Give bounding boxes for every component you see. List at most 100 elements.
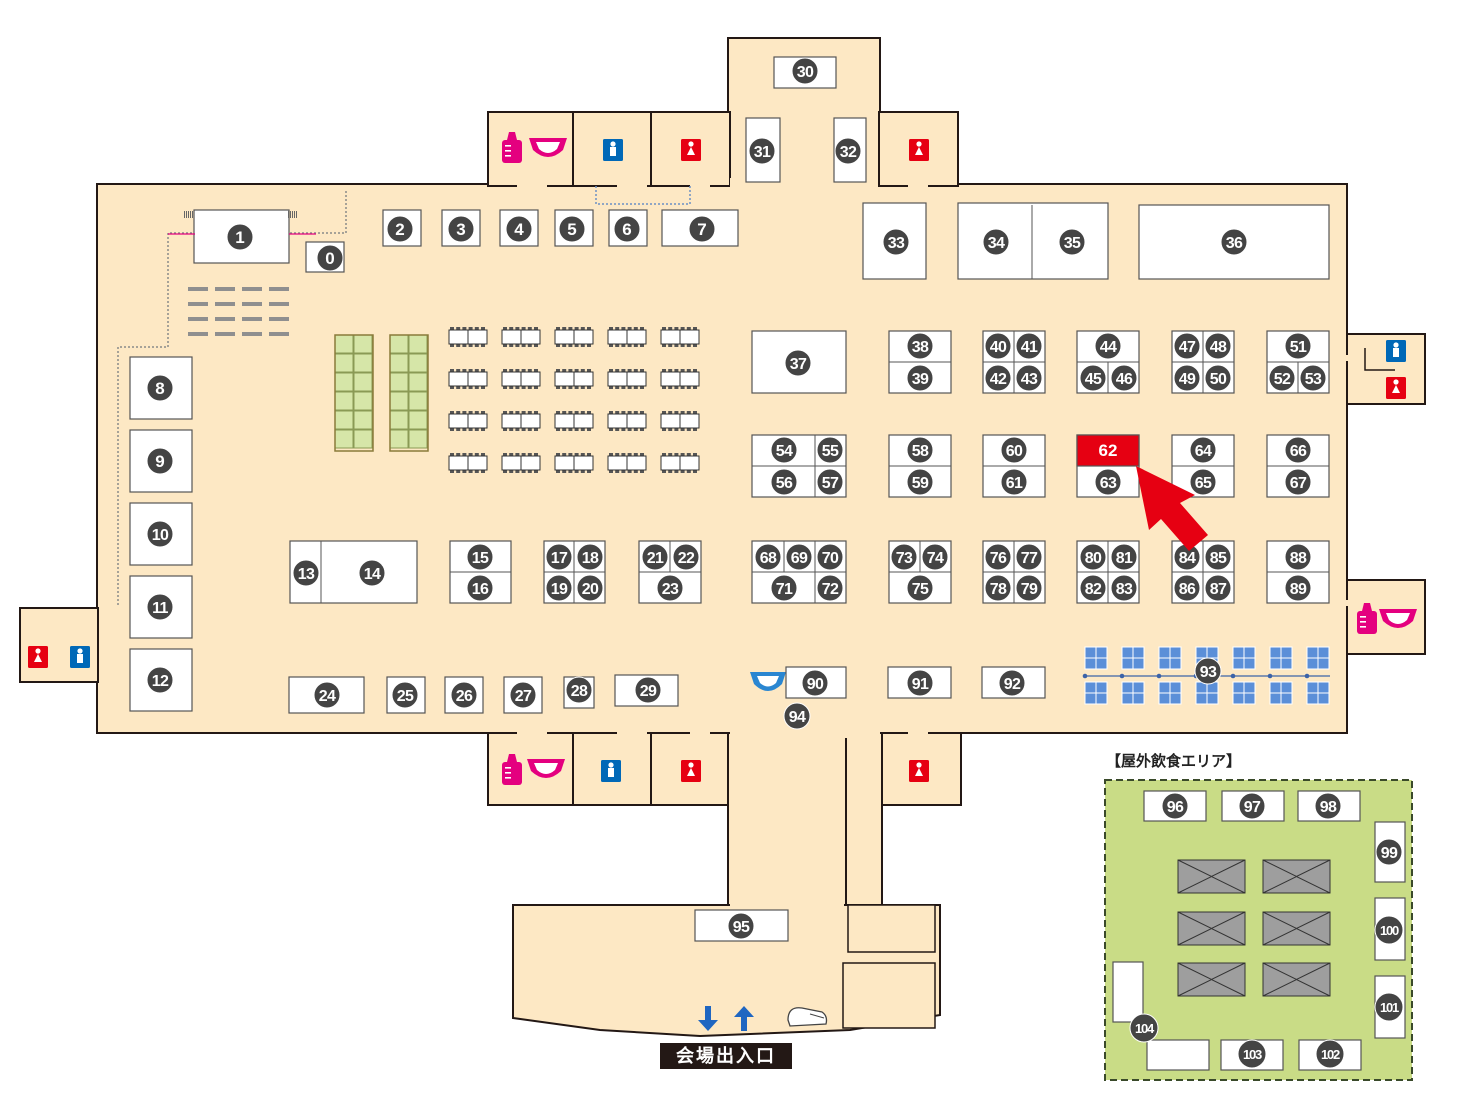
booth-86[interactable]: 86 xyxy=(1173,574,1201,602)
booth-91[interactable]: 91 xyxy=(906,669,934,697)
booth-81[interactable]: 81 xyxy=(1110,543,1138,571)
booth-35[interactable]: 35 xyxy=(1058,228,1086,256)
booth-62[interactable]: 62 xyxy=(1099,441,1118,460)
booth-4[interactable]: 4 xyxy=(505,215,533,243)
booth-45[interactable]: 45 xyxy=(1079,364,1107,392)
booth-70[interactable]: 70 xyxy=(816,543,844,571)
booth-79[interactable]: 79 xyxy=(1015,574,1043,602)
booth-21[interactable]: 21 xyxy=(641,543,669,571)
booth-43[interactable]: 43 xyxy=(1015,364,1043,392)
booth-30[interactable]: 30 xyxy=(791,57,819,85)
booth-87[interactable]: 87 xyxy=(1204,574,1232,602)
booth-58[interactable]: 58 xyxy=(906,436,934,464)
booth-20[interactable]: 20 xyxy=(576,574,604,602)
booth-8[interactable]: 8 xyxy=(146,374,174,402)
booth-13[interactable]: 13 xyxy=(292,559,320,587)
booth-14[interactable]: 14 xyxy=(358,559,386,587)
booth-97[interactable]: 97 xyxy=(1238,792,1266,820)
booth-103[interactable]: 103 xyxy=(1237,1039,1267,1069)
booth-67[interactable]: 67 xyxy=(1284,468,1312,496)
booth-76[interactable]: 76 xyxy=(984,543,1012,571)
booth-104[interactable]: 104 xyxy=(1129,1013,1159,1043)
booth-7[interactable]: 7 xyxy=(688,215,716,243)
booth-44[interactable]: 44 xyxy=(1094,332,1122,360)
booth-90[interactable]: 90 xyxy=(801,669,829,697)
booth-57[interactable]: 57 xyxy=(816,468,844,496)
booth-23[interactable]: 23 xyxy=(656,574,684,602)
booth-40[interactable]: 40 xyxy=(984,332,1012,360)
booth-3[interactable]: 3 xyxy=(447,215,475,243)
booth-55[interactable]: 55 xyxy=(816,436,844,464)
booth-77[interactable]: 77 xyxy=(1015,543,1043,571)
booth-31[interactable]: 31 xyxy=(748,137,776,165)
booth-24[interactable]: 24 xyxy=(313,681,341,709)
booth-61[interactable]: 61 xyxy=(1000,468,1028,496)
booth-25[interactable]: 25 xyxy=(391,681,419,709)
booth-22[interactable]: 22 xyxy=(672,543,700,571)
booth-93[interactable]: 93 xyxy=(1194,657,1222,685)
booth-71[interactable]: 71 xyxy=(770,574,798,602)
booth-33[interactable]: 33 xyxy=(882,228,910,256)
booth-38[interactable]: 38 xyxy=(906,332,934,360)
booth-36[interactable]: 36 xyxy=(1220,228,1248,256)
booth-1[interactable]: 1 xyxy=(226,223,254,251)
booth-85[interactable]: 85 xyxy=(1204,543,1232,571)
booth-72[interactable]: 72 xyxy=(816,574,844,602)
booth-52[interactable]: 52 xyxy=(1268,364,1296,392)
booth-17[interactable]: 17 xyxy=(545,543,573,571)
booth-32[interactable]: 32 xyxy=(834,137,862,165)
booth-28[interactable]: 28 xyxy=(565,676,593,704)
booth-27[interactable]: 27 xyxy=(509,681,537,709)
booth-11[interactable]: 11 xyxy=(146,593,174,621)
booth-83[interactable]: 83 xyxy=(1110,574,1138,602)
booth-54[interactable]: 54 xyxy=(770,436,798,464)
booth-64[interactable]: 64 xyxy=(1189,436,1217,464)
booth-10[interactable]: 10 xyxy=(146,520,174,548)
booth-59[interactable]: 59 xyxy=(906,468,934,496)
booth-100[interactable]: 100 xyxy=(1374,915,1404,945)
booth-102[interactable]: 102 xyxy=(1315,1039,1345,1069)
booth-68[interactable]: 68 xyxy=(754,543,782,571)
booth-50[interactable]: 50 xyxy=(1204,364,1232,392)
booth-16[interactable]: 16 xyxy=(466,574,494,602)
booth-47[interactable]: 47 xyxy=(1173,332,1201,360)
booth-98[interactable]: 98 xyxy=(1314,792,1342,820)
booth-12[interactable]: 12 xyxy=(146,666,174,694)
booth-37[interactable]: 37 xyxy=(784,349,812,377)
booth-65[interactable]: 65 xyxy=(1189,468,1217,496)
booth-56[interactable]: 56 xyxy=(770,468,798,496)
booth-48[interactable]: 48 xyxy=(1204,332,1232,360)
booth-6[interactable]: 6 xyxy=(613,215,641,243)
booth-89[interactable]: 89 xyxy=(1284,574,1312,602)
booth-0[interactable]: 0 xyxy=(316,244,344,272)
booth-60[interactable]: 60 xyxy=(1000,436,1028,464)
booth-66[interactable]: 66 xyxy=(1284,436,1312,464)
booth-19[interactable]: 19 xyxy=(545,574,573,602)
booth-26[interactable]: 26 xyxy=(450,681,478,709)
booth-99[interactable]: 99 xyxy=(1375,838,1403,866)
booth-49[interactable]: 49 xyxy=(1173,364,1201,392)
booth-9[interactable]: 9 xyxy=(146,447,174,475)
booth-95[interactable]: 95 xyxy=(727,912,755,940)
booth-34[interactable]: 34 xyxy=(982,228,1010,256)
booth-39[interactable]: 39 xyxy=(906,364,934,392)
booth-94[interactable]: 94 xyxy=(783,702,811,730)
booth-74[interactable]: 74 xyxy=(921,543,949,571)
booth-101[interactable]: 101 xyxy=(1374,992,1404,1022)
booth-96[interactable]: 96 xyxy=(1161,792,1189,820)
booth-92[interactable]: 92 xyxy=(998,669,1026,697)
booth-5[interactable]: 5 xyxy=(558,215,586,243)
booth-29[interactable]: 29 xyxy=(634,676,662,704)
booth-15[interactable]: 15 xyxy=(466,543,494,571)
booth-51[interactable]: 51 xyxy=(1284,332,1312,360)
booth-69[interactable]: 69 xyxy=(785,543,813,571)
booth-73[interactable]: 73 xyxy=(890,543,918,571)
booth-88[interactable]: 88 xyxy=(1284,543,1312,571)
booth-18[interactable]: 18 xyxy=(576,543,604,571)
booth-2[interactable]: 2 xyxy=(386,215,414,243)
booth-78[interactable]: 78 xyxy=(984,574,1012,602)
booth-46[interactable]: 46 xyxy=(1110,364,1138,392)
booth-53[interactable]: 53 xyxy=(1299,364,1327,392)
booth-75[interactable]: 75 xyxy=(906,574,934,602)
booth-63[interactable]: 63 xyxy=(1094,468,1122,496)
